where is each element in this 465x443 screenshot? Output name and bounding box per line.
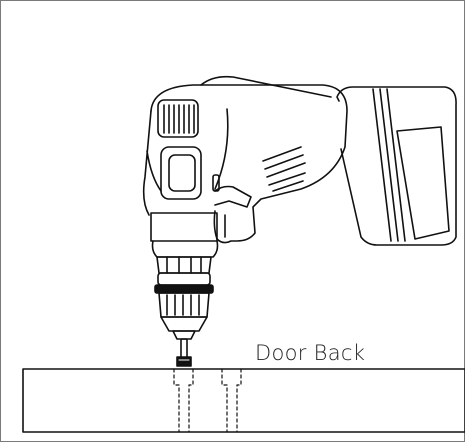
drill-gearbox xyxy=(150,212,219,274)
hidden-hole-right xyxy=(221,368,242,433)
drill-chuck xyxy=(154,272,214,340)
board-label: Door Back xyxy=(255,341,366,365)
drill-bit xyxy=(176,338,192,367)
drill-body xyxy=(142,75,348,244)
door-back-board xyxy=(22,368,465,433)
battery-pack xyxy=(336,86,457,246)
hidden-hole-left xyxy=(173,368,194,433)
